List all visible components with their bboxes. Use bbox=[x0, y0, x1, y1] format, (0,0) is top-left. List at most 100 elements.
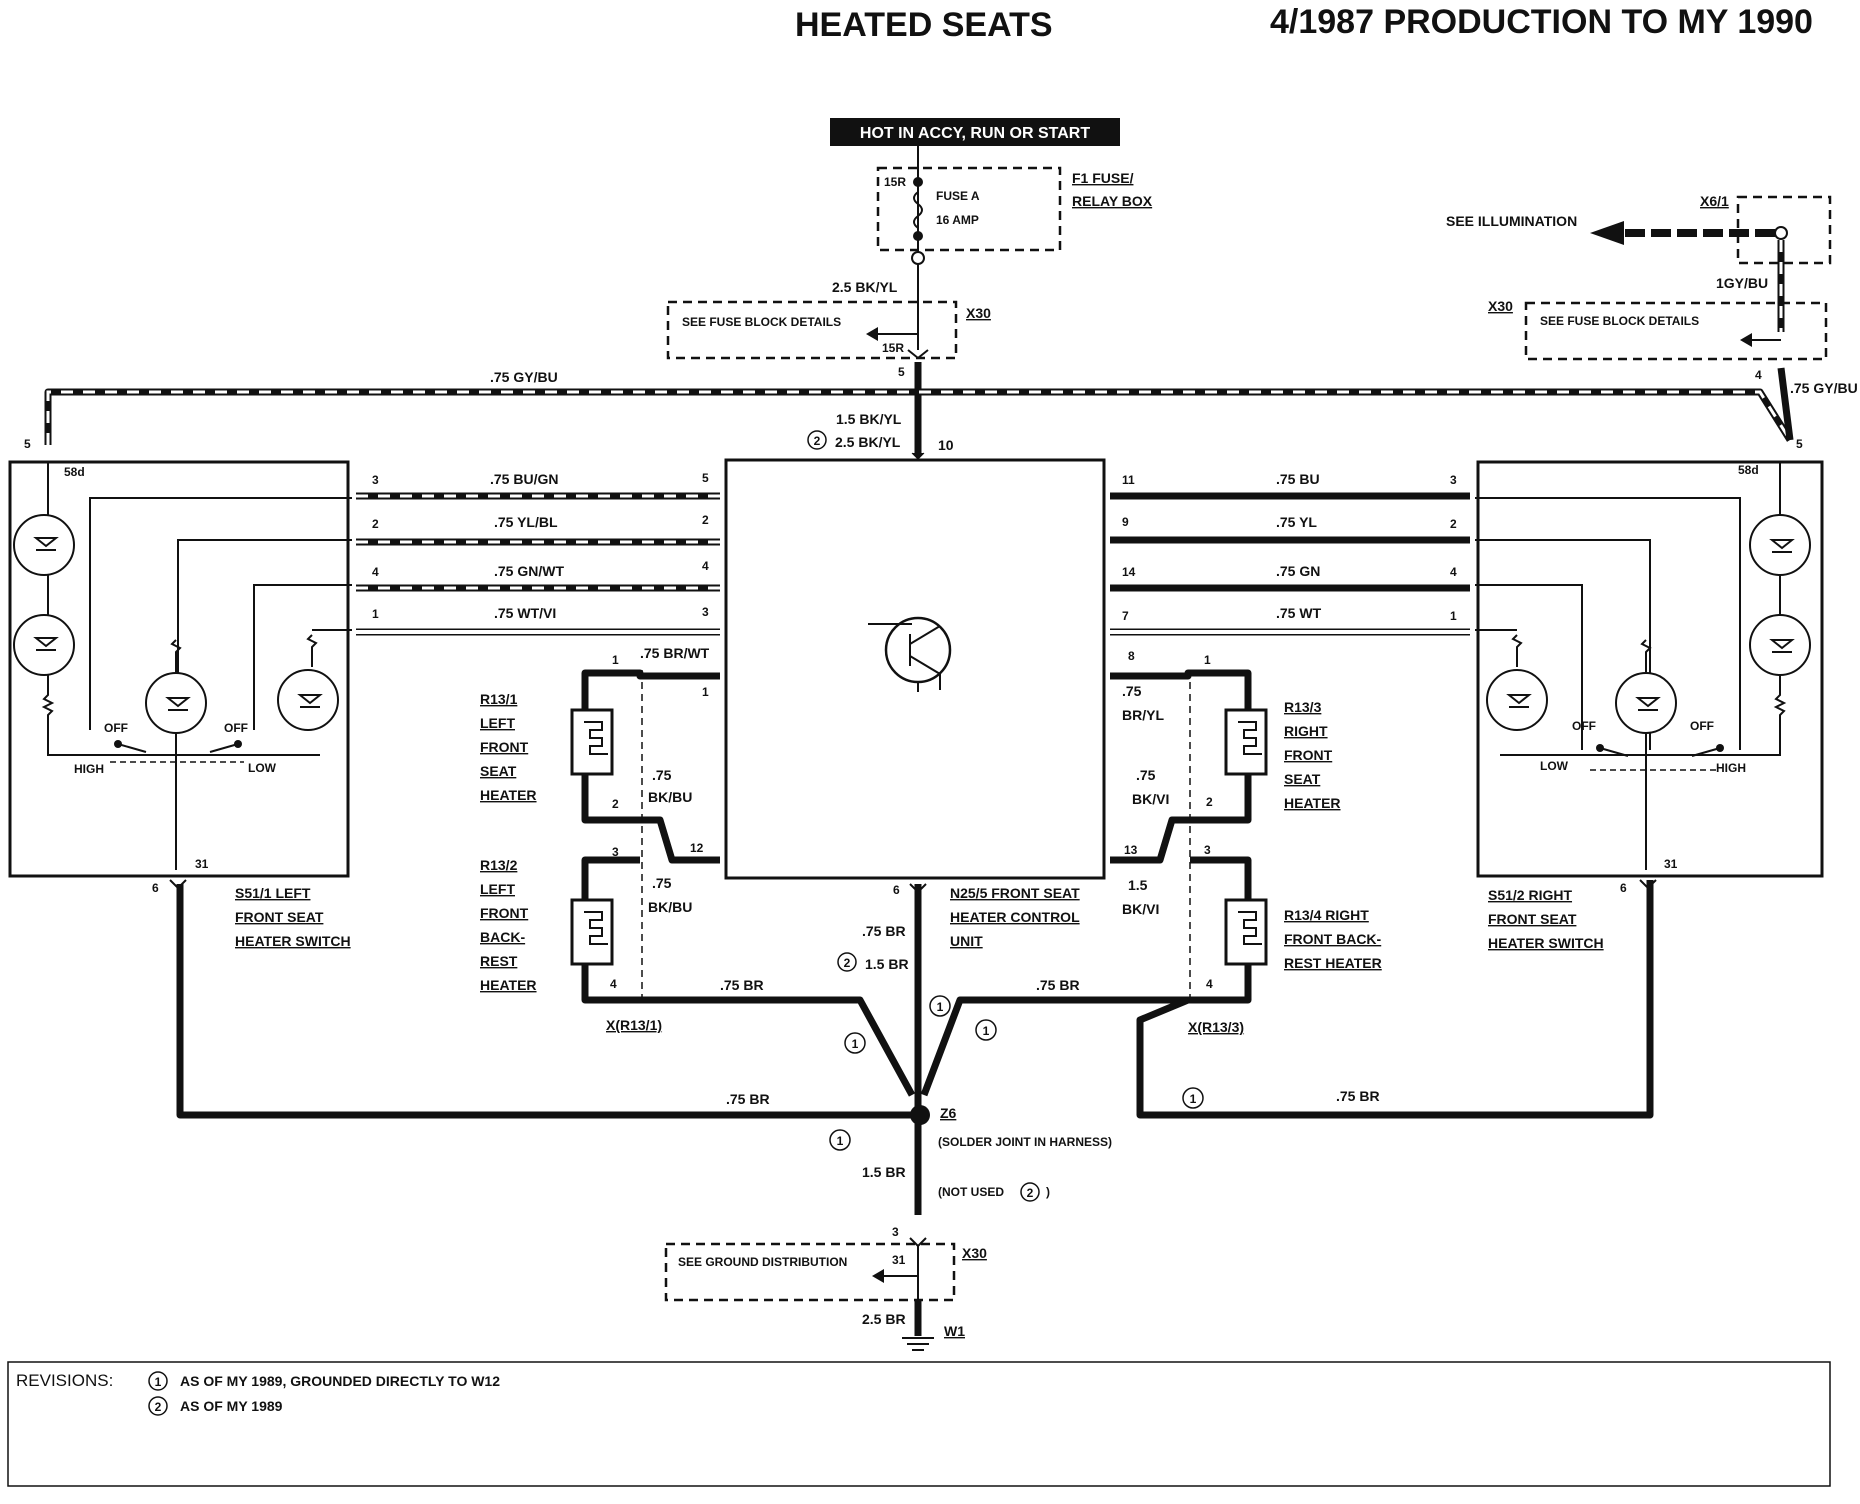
right-off-1: OFF bbox=[1572, 719, 1596, 733]
splice-description: (SOLDER JOINT IN HARNESS) bbox=[938, 1135, 1112, 1149]
revision-marker bbox=[1020, 1182, 1040, 1202]
right-pin-6: 6 bbox=[1620, 881, 1627, 895]
left-switch-label-2: FRONT SEAT bbox=[235, 909, 324, 925]
right-low: LOW bbox=[1540, 759, 1569, 773]
left-pin-6: 6 bbox=[152, 881, 159, 895]
led-icon bbox=[277, 669, 339, 731]
left-off-1: OFF bbox=[104, 721, 128, 735]
left-pin-31: 31 bbox=[195, 857, 209, 871]
heater-icon bbox=[1238, 911, 1262, 945]
revision-markers-ground bbox=[829, 995, 1204, 1151]
arrow-icon bbox=[872, 1269, 884, 1283]
revision-marker-num: 1 bbox=[937, 1000, 944, 1014]
revision-2-marker: 2 bbox=[155, 1400, 162, 1414]
x30-ground-block bbox=[664, 1242, 956, 1302]
fuse-icon bbox=[913, 191, 923, 229]
left-wire-2-sw-pin: 2 bbox=[372, 517, 379, 531]
left-seat-heater-label-4: SEAT bbox=[480, 763, 517, 779]
x30-out-pin: 5 bbox=[898, 365, 905, 379]
module-label-2: HEATER CONTROL bbox=[950, 909, 1080, 925]
led-icon bbox=[1486, 669, 1548, 731]
left-seat-heater-label-1: R13/1 bbox=[480, 691, 518, 707]
module-ground-pin: 6 bbox=[893, 883, 900, 897]
switch-contact-icon bbox=[1599, 747, 1721, 757]
left-wire-2-color: .75 YL/BL bbox=[494, 514, 558, 530]
x6-1-terminal bbox=[1774, 226, 1788, 240]
left-heater-pin-2: 2 bbox=[612, 797, 619, 811]
wire-1gy-bu: 1GY/BU bbox=[1716, 275, 1768, 291]
right-wire-4-mod-pin: 7 bbox=[1122, 609, 1129, 623]
right-switch-label-2: FRONT SEAT bbox=[1488, 911, 1577, 927]
right-heater-wire-1b: BR/YL bbox=[1122, 707, 1164, 723]
heater-control-unit bbox=[724, 458, 1106, 880]
revision-2-text: AS OF MY 1989 bbox=[180, 1398, 283, 1414]
right-off-2: OFF bbox=[1690, 719, 1714, 733]
module-power-pin: 10 bbox=[938, 437, 954, 453]
left-mod-pin-12: 12 bbox=[690, 841, 704, 855]
ground-x30-pin-31: 31 bbox=[892, 1253, 906, 1267]
ground-left-wire: .75 BR bbox=[726, 1091, 770, 1107]
wire-fuse-out: 2.5 BK/YL bbox=[832, 279, 898, 295]
left-mod-pin-1: 1 bbox=[702, 685, 709, 699]
ground-bottom-wire-label: 2.5 BR bbox=[862, 1311, 906, 1327]
right-seat-heater-label-5: HEATER bbox=[1284, 795, 1341, 811]
fuse-box-label-1: F1 FUSE/ bbox=[1072, 170, 1134, 186]
revision-marker-num: 2 bbox=[814, 434, 821, 448]
x30-fuse-block-right bbox=[1524, 301, 1828, 361]
right-wire-3-color: .75 GN bbox=[1276, 563, 1320, 579]
right-heater-ground-wire: .75 BR bbox=[1036, 977, 1080, 993]
left-heater-pin-3: 3 bbox=[612, 845, 619, 859]
arrow-icon bbox=[866, 327, 878, 341]
left-wire-1-color: .75 BU/GN bbox=[490, 471, 558, 487]
left-wire-2-mod-pin: 2 bbox=[702, 513, 709, 527]
right-switch-label-1: S51/2 RIGHT bbox=[1488, 887, 1572, 903]
left-heater-wire-3b: BK/BU bbox=[648, 899, 692, 915]
right-pin-5: 5 bbox=[1796, 437, 1803, 451]
left-wire-1-mod-pin: 5 bbox=[702, 471, 709, 485]
not-used-close: ) bbox=[1046, 1185, 1050, 1199]
left-switch-ground-wire bbox=[176, 884, 918, 1119]
right-heater-pin-3: 3 bbox=[1204, 843, 1211, 857]
left-backrest-heater-element bbox=[570, 898, 614, 966]
right-seat-heater-element bbox=[1224, 708, 1268, 776]
right-heater-pin-4: 4 bbox=[1206, 977, 1213, 991]
x30-label-left: X30 bbox=[966, 305, 991, 321]
left-wire-3-color: .75 GN/WT bbox=[494, 563, 564, 579]
production-range: 4/1987 PRODUCTION TO MY 1990 bbox=[1270, 3, 1813, 41]
right-heater-wire-1a: .75 bbox=[1122, 683, 1142, 699]
connector-icon bbox=[907, 349, 929, 360]
right-backrest-heater-element bbox=[1224, 898, 1268, 966]
revision-marker bbox=[148, 1371, 168, 1391]
right-heater-pin-2: 2 bbox=[1206, 795, 1213, 809]
led-icon bbox=[1749, 614, 1811, 676]
x30-pin-4: 4 bbox=[1755, 368, 1762, 382]
arrow-icon bbox=[1740, 333, 1752, 347]
module-ground-wire-2: 1.5 BR bbox=[865, 956, 909, 972]
module-label-3: UNIT bbox=[950, 933, 983, 949]
right-back-heater-label-2: FRONT BACK- bbox=[1284, 931, 1382, 947]
right-heater-connector: X(R13/3) bbox=[1188, 1019, 1244, 1035]
heater-icon bbox=[1238, 721, 1262, 755]
revision-marker bbox=[148, 1396, 168, 1416]
left-heater-wire-2b: BK/BU bbox=[648, 789, 692, 805]
left-heater-wire-2a: .75 bbox=[652, 767, 672, 783]
right-high: HIGH bbox=[1716, 761, 1746, 775]
right-heater-wire-3b: BK/VI bbox=[1122, 901, 1159, 917]
ground-point-w1: W1 bbox=[944, 1323, 965, 1339]
left-back-heater-label-1: R13/2 bbox=[480, 857, 518, 873]
module-ground-wire-1: .75 BR bbox=[862, 923, 906, 939]
fuse-terminal-bottom bbox=[913, 231, 923, 241]
see-fuse-block-left: SEE FUSE BLOCK DETAILS bbox=[682, 315, 841, 329]
x30-pin-15r: 15R bbox=[882, 341, 904, 355]
right-seat-heater-label-2: RIGHT bbox=[1284, 723, 1328, 739]
right-pin-31: 31 bbox=[1664, 857, 1678, 871]
left-off-2: OFF bbox=[224, 721, 248, 735]
right-heater-wire-2a: .75 bbox=[1136, 767, 1156, 783]
right-58d: 58d bbox=[1738, 463, 1759, 477]
left-heater-pin-1: 1 bbox=[612, 653, 619, 667]
fuse-terminal-top bbox=[913, 177, 923, 187]
left-seat-heater-element bbox=[570, 708, 614, 776]
right-seat-heater-label-1: R13/3 bbox=[1284, 699, 1322, 715]
revision-marker bbox=[837, 952, 857, 972]
revision-marker-num: 1 bbox=[837, 1134, 844, 1148]
